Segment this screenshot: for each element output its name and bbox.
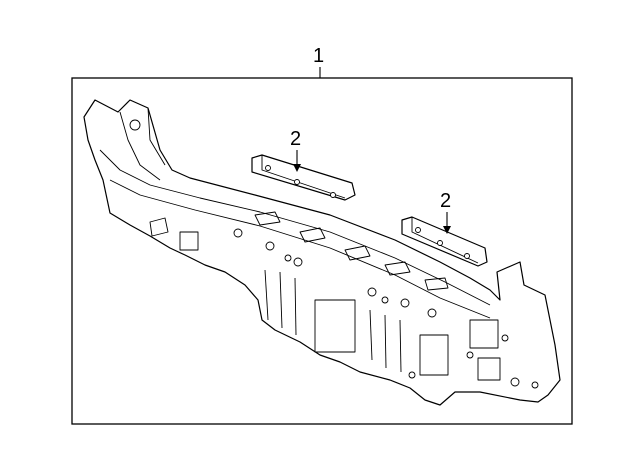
- callout-1-label: 1: [313, 45, 324, 67]
- rear-panel-outline: [83, 99, 561, 406]
- callout-2-left-arrow: [293, 164, 301, 172]
- bracket-left: [251, 154, 356, 201]
- callout-2-left-label: 2: [290, 128, 301, 150]
- diagram-frame: [71, 77, 573, 425]
- callout-2-right-arrow: [443, 226, 451, 234]
- callout-2-right-label: 2: [440, 190, 451, 212]
- rear-panel-assembly: [83, 99, 561, 406]
- bracket-right: [401, 216, 488, 267]
